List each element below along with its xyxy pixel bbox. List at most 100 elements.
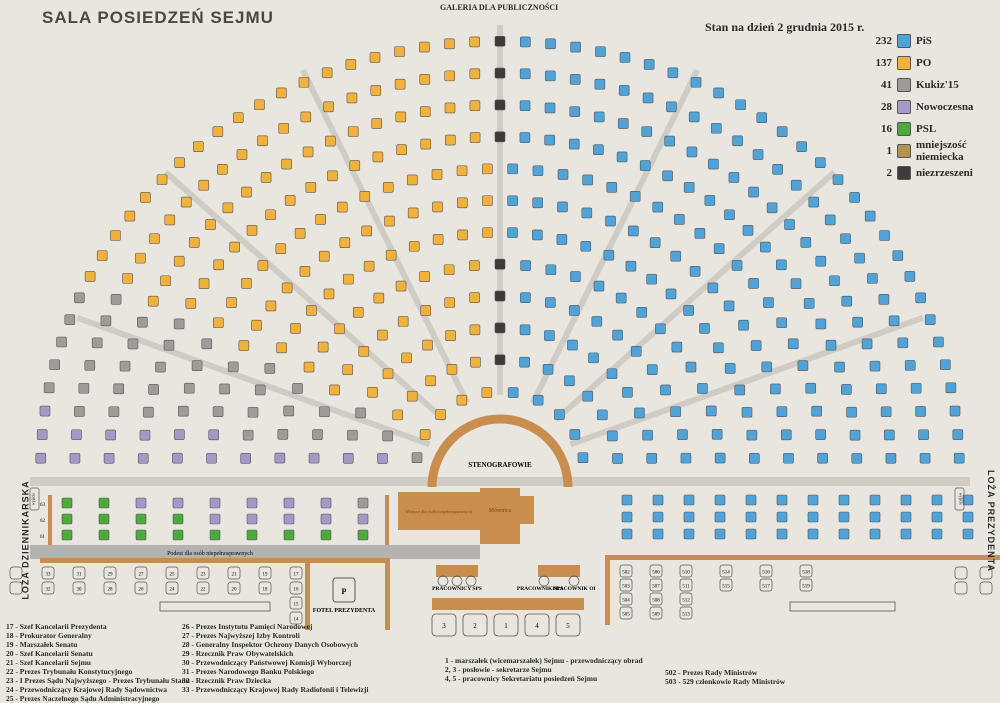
government-seat[interactable] xyxy=(679,578,693,592)
seat-pis[interactable] xyxy=(622,386,633,398)
government-seat[interactable] xyxy=(649,564,663,578)
seat-po[interactable] xyxy=(327,170,338,182)
seat-n[interactable] xyxy=(69,452,81,464)
seat-pis[interactable] xyxy=(815,157,826,168)
seat-pis[interactable] xyxy=(815,255,827,267)
seat-pis[interactable] xyxy=(815,318,827,330)
seat-pis[interactable] xyxy=(776,511,788,523)
seat-pis[interactable] xyxy=(900,528,912,540)
seat-pis[interactable] xyxy=(507,195,518,207)
seat-psl[interactable] xyxy=(98,513,110,525)
seat-pis[interactable] xyxy=(615,292,627,304)
seat-po[interactable] xyxy=(238,340,250,351)
seat-n[interactable] xyxy=(283,497,295,509)
seat-pis[interactable] xyxy=(869,360,881,372)
seat-pis[interactable] xyxy=(910,382,922,394)
seat-pis[interactable] xyxy=(699,323,710,334)
seat-po[interactable] xyxy=(347,126,359,137)
seat-pis[interactable] xyxy=(869,494,881,506)
seat-po[interactable] xyxy=(392,409,404,421)
seat-pis[interactable] xyxy=(582,390,594,402)
seat-po[interactable] xyxy=(419,271,430,282)
seat-po[interactable] xyxy=(149,233,160,244)
seat-pis[interactable] xyxy=(892,250,904,261)
seat-po[interactable] xyxy=(257,135,268,147)
seat-kukiz[interactable] xyxy=(56,336,67,348)
seat-po[interactable] xyxy=(302,146,314,158)
seat-po[interactable] xyxy=(445,134,456,146)
seat-pis[interactable] xyxy=(619,52,631,63)
seat-po[interactable] xyxy=(294,228,306,239)
guest-seat[interactable] xyxy=(72,581,86,595)
seat-pis[interactable] xyxy=(625,260,637,272)
seat-pis[interactable] xyxy=(569,429,581,440)
seat-po[interactable] xyxy=(300,111,312,123)
seat-pis[interactable] xyxy=(784,219,795,230)
seat-n[interactable] xyxy=(246,513,258,525)
seat-pis[interactable] xyxy=(660,384,671,396)
seat-po[interactable] xyxy=(265,300,277,312)
seat-pis[interactable] xyxy=(520,292,531,303)
seat-pis[interactable] xyxy=(949,405,961,417)
guest-seat[interactable] xyxy=(134,566,148,580)
seat-po[interactable] xyxy=(435,409,446,420)
seat-po[interactable] xyxy=(406,390,418,402)
seat-kukiz[interactable] xyxy=(183,382,195,394)
seat-pis[interactable] xyxy=(570,271,581,282)
seat-pis[interactable] xyxy=(685,361,697,373)
seat-pis[interactable] xyxy=(630,345,642,357)
seat-kukiz[interactable] xyxy=(143,406,154,418)
seat-po[interactable] xyxy=(124,210,136,222)
seat-kukiz[interactable] xyxy=(277,428,289,440)
seat-pis[interactable] xyxy=(582,174,593,186)
seat-kukiz[interactable] xyxy=(127,338,139,350)
empty-seat[interactable] xyxy=(979,566,993,580)
seat-po[interactable] xyxy=(358,345,370,357)
seat-pis[interactable] xyxy=(519,68,531,80)
seat-po[interactable] xyxy=(408,240,420,252)
seat-kukiz[interactable] xyxy=(74,406,85,417)
seat-pis[interactable] xyxy=(749,453,760,464)
seat-pis[interactable] xyxy=(642,92,654,104)
seat-po[interactable] xyxy=(222,202,234,214)
guest-seat[interactable] xyxy=(289,611,303,625)
seat-po[interactable] xyxy=(265,209,276,221)
seat-po[interactable] xyxy=(367,386,378,398)
seat-pis[interactable] xyxy=(606,368,618,380)
seat-po[interactable] xyxy=(205,219,216,230)
guest-seat[interactable] xyxy=(41,566,55,580)
seat-po[interactable] xyxy=(284,195,296,206)
seat-kukiz[interactable] xyxy=(43,382,55,394)
seat-pis[interactable] xyxy=(683,511,695,523)
seat-pis[interactable] xyxy=(564,375,575,387)
seat-psl[interactable] xyxy=(98,497,110,509)
seat-po[interactable] xyxy=(323,101,334,113)
seat-pis[interactable] xyxy=(652,201,664,213)
seat-kukiz[interactable] xyxy=(212,406,224,417)
seat-pis[interactable] xyxy=(616,151,628,163)
seat-pis[interactable] xyxy=(591,316,603,327)
seat-po[interactable] xyxy=(305,182,317,193)
seat-n[interactable] xyxy=(208,429,220,441)
seat-pis[interactable] xyxy=(713,243,725,255)
presidium-seat[interactable] xyxy=(493,613,519,637)
seat-po[interactable] xyxy=(276,87,287,99)
seat-pis[interactable] xyxy=(595,46,606,57)
seat-po[interactable] xyxy=(469,260,480,271)
seat-pis[interactable] xyxy=(621,528,633,540)
seat-po[interactable] xyxy=(254,99,265,111)
seat-po[interactable] xyxy=(160,275,171,287)
seat-pis[interactable] xyxy=(642,429,653,441)
seat-pis[interactable] xyxy=(807,494,819,506)
seat-pis[interactable] xyxy=(588,352,599,364)
seat-pis[interactable] xyxy=(542,363,554,375)
seat-kukiz[interactable] xyxy=(78,382,90,394)
seat-psl[interactable] xyxy=(98,529,110,541)
seat-nz[interactable] xyxy=(494,131,506,143)
seat-po[interactable] xyxy=(420,138,432,150)
seat-kukiz[interactable] xyxy=(219,383,230,395)
seat-pis[interactable] xyxy=(790,179,802,191)
seat-pis[interactable] xyxy=(569,74,581,85)
seat-pis[interactable] xyxy=(735,99,746,111)
seat-nz[interactable] xyxy=(494,258,506,270)
